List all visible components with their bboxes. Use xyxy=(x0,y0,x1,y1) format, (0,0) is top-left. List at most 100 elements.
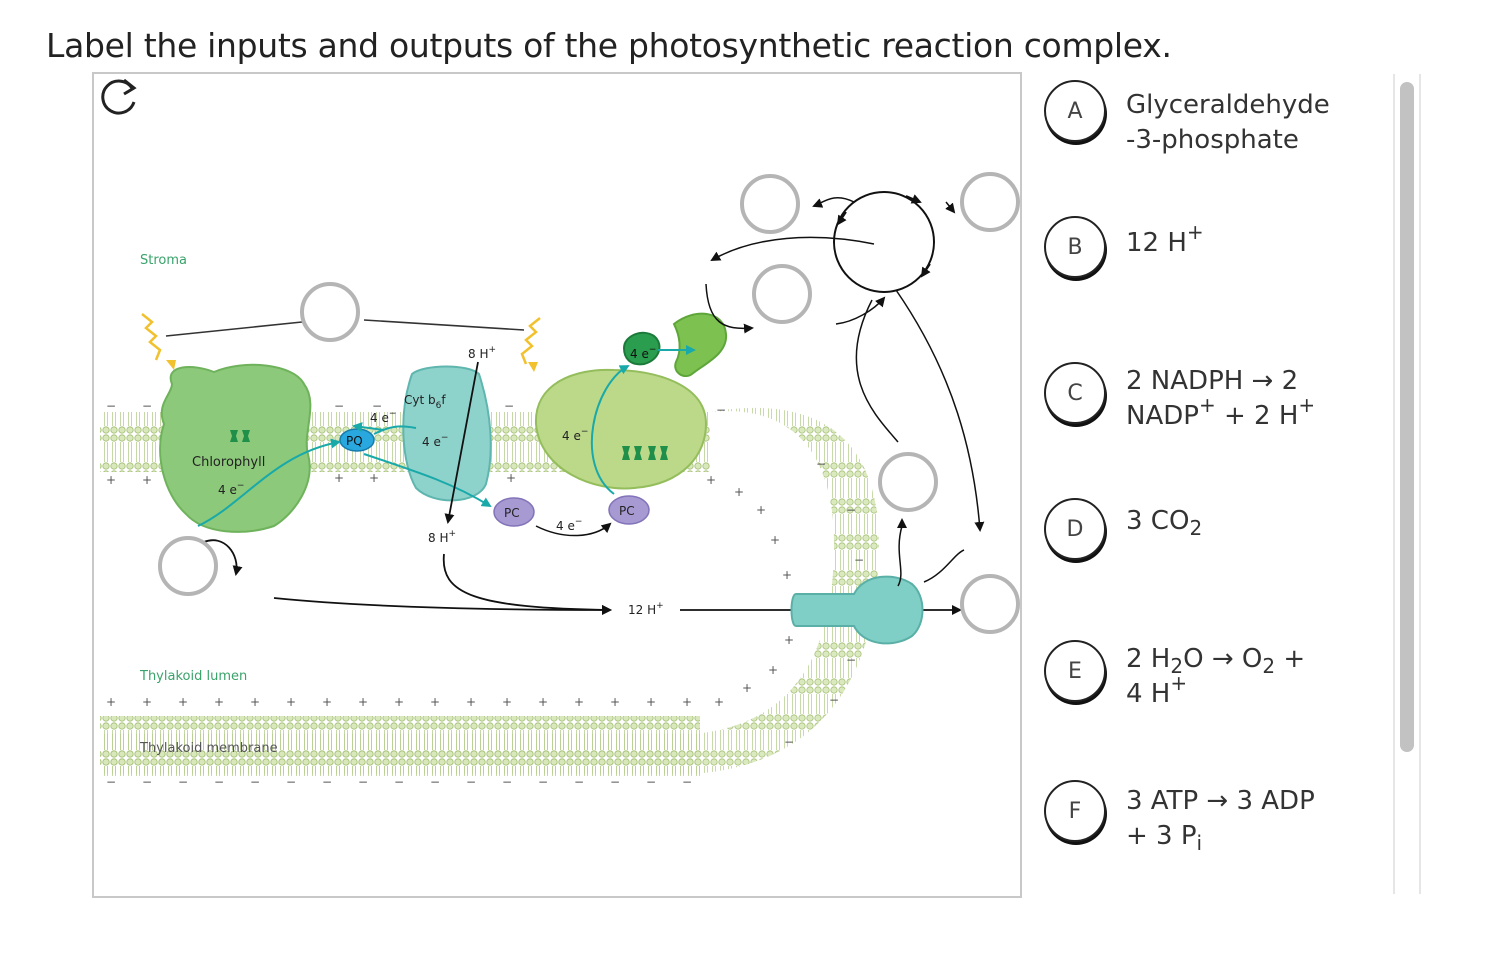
option-letter: C xyxy=(1044,362,1106,424)
option-letter: D xyxy=(1044,498,1106,560)
atp-synthase xyxy=(790,575,924,645)
svg-text:+: + xyxy=(768,663,778,677)
svg-text:+: + xyxy=(142,695,152,709)
svg-text:+: + xyxy=(734,485,744,499)
option-text: Glyceraldehyde -3-phosphate xyxy=(1126,90,1330,155)
svg-text:4 e−: 4 e− xyxy=(556,517,582,533)
svg-text:−: − xyxy=(334,399,344,413)
svg-text:PQ: PQ xyxy=(346,434,363,448)
option-text: 3 ATP → 3 ADP + 3 Pi xyxy=(1126,786,1315,855)
scrollbar-track[interactable] xyxy=(1393,74,1421,894)
pc-carrier-1 xyxy=(493,497,535,527)
svg-text:8 H+: 8 H+ xyxy=(468,345,496,361)
svg-text:+: + xyxy=(286,695,296,709)
svg-text:4 e−: 4 e− xyxy=(630,345,656,361)
svg-text:−: − xyxy=(106,775,116,789)
drop-target-synthase-output[interactable] xyxy=(960,574,1020,634)
svg-text:12 H+: 12 H+ xyxy=(628,601,664,617)
svg-text:−: − xyxy=(502,775,512,789)
drop-target-calvin-output[interactable] xyxy=(960,172,1020,232)
svg-text:−: − xyxy=(646,775,656,789)
svg-text:+: + xyxy=(782,568,792,582)
svg-text:−: − xyxy=(816,457,826,471)
scrollbar-thumb[interactable] xyxy=(1400,82,1414,752)
svg-text:+: + xyxy=(784,633,794,647)
svg-text:4 e−: 4 e− xyxy=(370,409,396,425)
membrane-bottom xyxy=(100,716,700,776)
drop-target-calvin-left[interactable] xyxy=(740,174,800,234)
svg-text:+: + xyxy=(106,473,116,487)
option-letter: B xyxy=(1044,216,1106,278)
svg-text:−: − xyxy=(286,775,296,789)
cyt-label: Cyt b6f xyxy=(404,393,446,411)
photosystem-ii xyxy=(159,363,312,533)
svg-text:+: + xyxy=(714,695,724,709)
drop-target-water[interactable] xyxy=(300,282,360,342)
svg-text:−: − xyxy=(214,775,224,789)
svg-text:−: − xyxy=(504,399,514,413)
photosynthesis-diagram: − − − − − − + + + + + + + + + + + + + + − − − − − − +… xyxy=(100,191,985,789)
svg-text:−: − xyxy=(372,399,382,413)
svg-text:−: − xyxy=(829,693,839,707)
svg-text:+: + xyxy=(742,681,752,695)
chlorophyll-label: Chlorophyll xyxy=(192,455,265,470)
svg-text:−: − xyxy=(142,775,152,789)
svg-text:+: + xyxy=(574,695,584,709)
svg-text:−: − xyxy=(846,503,856,517)
svg-text:−: − xyxy=(394,775,404,789)
drop-target-lumen-proton[interactable] xyxy=(158,536,218,596)
svg-text:4 e−: 4 e− xyxy=(422,433,448,449)
svg-text:−: − xyxy=(854,553,864,567)
option-text: 3 CO2 xyxy=(1126,506,1203,540)
ferredoxin xyxy=(622,331,661,366)
svg-text:+: + xyxy=(394,695,404,709)
cyt-b6f xyxy=(402,365,492,502)
svg-text:4 e−: 4 e− xyxy=(218,481,244,497)
svg-text:+: + xyxy=(106,695,116,709)
svg-text:−: − xyxy=(538,775,548,789)
stroma-label: Stroma xyxy=(140,253,187,268)
svg-text:−: − xyxy=(466,775,476,789)
drop-target-nadph[interactable] xyxy=(752,264,812,324)
svg-text:−: − xyxy=(142,399,152,413)
svg-text:+: + xyxy=(214,695,224,709)
svg-text:+: + xyxy=(610,695,620,709)
option-letter: F xyxy=(1044,780,1106,842)
membrane-label: Thylakoid membrane xyxy=(139,741,278,756)
light-arrow-right xyxy=(520,317,541,365)
diagram-panel: − − − − − − + + + + + + + + + + + + + + − − − − − − +… xyxy=(92,72,1022,898)
calvin-cycle xyxy=(833,191,935,293)
svg-text:+: + xyxy=(142,473,152,487)
svg-text:−: − xyxy=(846,653,856,667)
light-arrow-left xyxy=(141,313,162,361)
svg-text:+: + xyxy=(358,695,368,709)
option-text: 2 NADPH → 2 NADP+ + 2 H+ xyxy=(1126,366,1316,431)
svg-text:−: − xyxy=(610,775,620,789)
svg-text:+: + xyxy=(538,695,548,709)
svg-text:+: + xyxy=(178,695,188,709)
reset-icon[interactable] xyxy=(94,74,144,120)
svg-text:−: − xyxy=(358,775,368,789)
svg-text:−: − xyxy=(716,403,726,417)
svg-text:+: + xyxy=(506,471,516,485)
svg-text:+: + xyxy=(682,695,692,709)
svg-text:+: + xyxy=(334,471,344,485)
option-letter: E xyxy=(1044,640,1106,702)
svg-text:+: + xyxy=(706,473,716,487)
svg-text:−: − xyxy=(574,775,584,789)
svg-text:−: − xyxy=(250,775,260,789)
option-letter: A xyxy=(1044,80,1106,142)
svg-text:+: + xyxy=(369,471,379,485)
svg-text:4 e−: 4 e− xyxy=(562,427,588,443)
option-text: 12 H+ xyxy=(1126,220,1204,258)
svg-text:+: + xyxy=(646,695,656,709)
drop-target-atp[interactable] xyxy=(878,452,938,512)
svg-text:−: − xyxy=(106,399,116,413)
svg-text:+: + xyxy=(770,533,780,547)
svg-text:−: − xyxy=(322,775,332,789)
svg-text:PC: PC xyxy=(504,506,520,520)
svg-text:−: − xyxy=(430,775,440,789)
svg-text:8 H+: 8 H+ xyxy=(428,529,456,545)
svg-text:+: + xyxy=(322,695,332,709)
svg-text:−: − xyxy=(178,775,188,789)
